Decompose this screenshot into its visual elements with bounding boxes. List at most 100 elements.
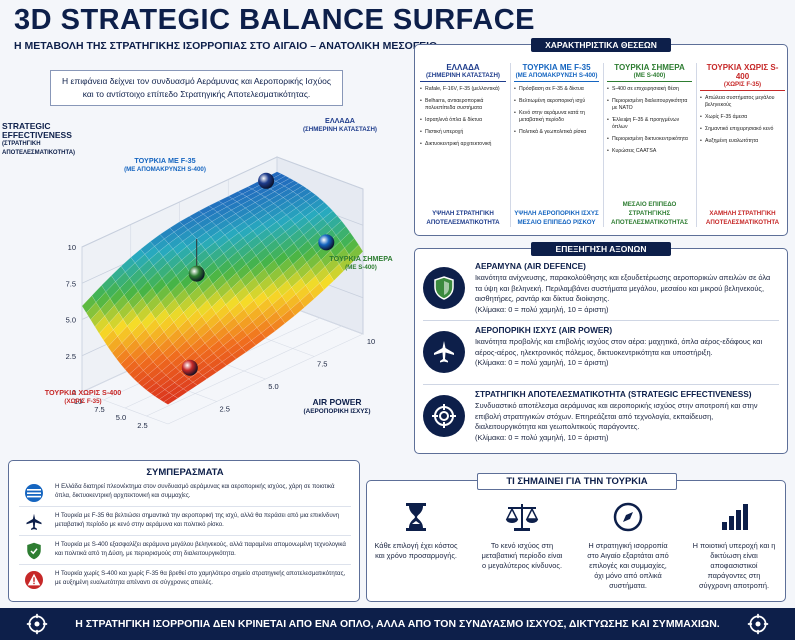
point-label-turkey-f35: ΤΟΥΡΚΙΑ ΜΕ F-35 (ΜΕ ΑΠΟΜΑΚΡΥΝΣΗ S-400) <box>110 156 220 174</box>
list-item: Κενό στην αεράμυνα κατά τη μεταβατική πε… <box>514 110 599 124</box>
surface-cell <box>111 265 126 283</box>
z-tick-label: 0 <box>72 388 76 397</box>
page-title: 3D STRATEGIC BALANCE SURFACE <box>14 4 535 36</box>
axis-scale: (Κλίμακα: 0 = πολύ χαμηλή, 10 = άριστη) <box>475 432 609 442</box>
surface-cell <box>173 388 188 399</box>
surface-cell <box>171 354 186 368</box>
surface-cell <box>267 289 283 306</box>
axis-text: Ικανότητα ανίχνευσης, παρακολούθησης και… <box>475 273 771 303</box>
position-col-turkey-no-s400: ΤΟΥΡΚΙΑ ΧΩΡΙΣ S-400 (ΧΩΡΙΣ F-35) Απώλεια… <box>696 63 788 227</box>
intro-box: Η επιφάνεια δείχνει τον συνδυασμό Αεράμυ… <box>50 70 343 106</box>
surface-cell <box>150 386 166 397</box>
conclusion-text: Η Τουρκία με S-400 εξασφαλίζει αεράμυνα … <box>55 541 346 557</box>
surface-cell <box>231 204 246 214</box>
col-title: ΕΛΛΑΔΑ <box>446 63 480 72</box>
surface-cell <box>211 297 226 315</box>
surface-cell <box>169 371 185 383</box>
surface-cell <box>273 273 288 290</box>
x-tick-label: 5.0 <box>268 382 278 391</box>
axis-row-air-defence: ΑΕΡΑΜΥΝΑ (AIR DEFENCE) Ικανότητα ανίχνευ… <box>423 257 779 321</box>
surface-cell <box>292 255 308 272</box>
surface-cell <box>192 227 207 240</box>
surface-cell <box>163 395 179 405</box>
conclusion-no-s400: Η Τουρκία χωρίς S-400 και χωρίς F-35 θα … <box>19 566 351 594</box>
surface-cell <box>144 341 159 357</box>
surface-cell <box>173 225 189 237</box>
axis-text: Ικανότητα προβολής και επιβολής ισχύος σ… <box>475 337 763 357</box>
surface-cell <box>251 241 267 256</box>
list-item: Περιορισμένη δικτυοκεντρικότητα <box>607 136 692 143</box>
turkey-item-gap: Το κενό ισχύος στη μεταβατική περίοδο εί… <box>479 499 565 571</box>
x-tick-label: 7.5 <box>317 360 327 369</box>
turkey-header: ΤΙ ΣΗΜΑΙΝΕΙ ΓΙΑ ΤΗΝ ΤΟΥΡΚΙΑ <box>477 473 677 490</box>
conclusion-text: Η Τουρκία με F-35 θα βελτιώσει σημαντικά… <box>55 512 340 528</box>
compass-icon <box>585 499 671 535</box>
positions-header: ΧΑΡΑΚΤΗΡΙΣΤΙΚΑ ΘΕΣΕΩΝ <box>531 38 671 52</box>
surface-cell <box>200 328 216 344</box>
surface-cell <box>221 354 237 366</box>
surface-cell <box>188 210 204 220</box>
bar-chart-icon <box>691 499 777 535</box>
data-point <box>181 359 198 376</box>
conclusions-header: ΣΥΜΠΕΡΑΣΜΑΤΑ <box>146 467 224 478</box>
surface-cell <box>270 183 285 192</box>
point-label-turkey-no-s400: ΤΟΥΡΚΙΑ ΧΩΡΙΣ S-400 (ΧΩΡΙΣ F-35) <box>28 388 138 406</box>
turkey-item-quality: Η ποιοτική υπεροχή και η δικτύωση είναι … <box>691 499 777 591</box>
turkey-item-cost: Κάθε επιλογή έχει κόστος και χρόνο προσα… <box>373 499 459 561</box>
z-axis-title: STRATEGIC EFFECTIVENESS <box>2 121 72 140</box>
list-item: Περιορισμένη διαλειτουργικότητα με ΝΑΤΟ <box>607 98 692 112</box>
surface-cell <box>334 247 350 265</box>
z-tick-label: 5.0 <box>66 316 76 325</box>
surface-cell <box>290 212 306 225</box>
col-foot: ΥΨΗΛΗ ΣΤΡΑΤΗΓΙΚΗ ΑΠΟΤΕΛΕΣΜΑΤΙΚΟΤΗΤΑ <box>426 210 500 226</box>
list-item: Χωρίς F-35 άμεσα <box>700 114 785 121</box>
surface-cell <box>309 282 325 300</box>
surface-cell <box>159 392 174 403</box>
list-item: Απώλεια συστήματος μεγάλου βεληνεκούς <box>700 95 785 109</box>
surface-cell <box>227 251 243 267</box>
point-label-greece: ΕΛΛΑΔΑ (ΣΗΜΕΡΙΝΗ ΚΑΤΑΣΤΑΣΗ) <box>290 116 390 134</box>
axis-title: ΑΕΡΑΜΥΝΑ (AIR DEFENCE) <box>475 261 586 271</box>
greek-flag-icon <box>25 484 43 502</box>
surface-cell <box>247 235 262 250</box>
data-point <box>188 265 205 282</box>
x-tick-label: 2.5 <box>220 405 230 414</box>
col-foot: ΥΨΗΛΗ ΑΕΡΟΠΟΡΙΚΗ ΙΣΧΥΣ ΜΕΣΑΙΟ ΕΠΙΠΕΔΟ ΡΙ… <box>514 210 599 226</box>
surface-cell <box>265 239 281 254</box>
surface-cell <box>198 364 213 376</box>
point-label-title: ΤΟΥΡΚΙΑ ΧΩΡΙΣ S-400 <box>44 388 122 397</box>
surface-cell <box>224 227 240 241</box>
surface-cell <box>129 365 144 379</box>
surface-cell <box>190 337 206 352</box>
surface-cell <box>329 263 344 282</box>
surface-cell <box>86 301 101 321</box>
axis-description: Ικανότητα προβολής και επιβολής ισχύος σ… <box>475 337 775 369</box>
surface-cell <box>154 389 170 400</box>
surface-cell <box>147 271 163 289</box>
surface-cell <box>245 202 260 212</box>
surface-cell <box>169 305 184 323</box>
col-title: ΤΟΥΡΚΙΑ ΧΩΡΙΣ S-400 <box>706 63 779 81</box>
footer-banner: Η ΣΤΡΑΤΗΓΙΚΗ ΙΣΟΡΡΟΠΙΑ ΔΕΝ ΚΡΙΝΕΤΑΙ ΑΠΟ … <box>0 608 795 640</box>
list-item: Έλλειψη F-35 & προηγμένων όπλων <box>607 117 692 131</box>
col-foot: ΧΑΜΗΛΗ ΣΤΡΑΤΗΓΙΚΗ ΑΠΟΤΕΛΕΣΜΑΤΙΚΟΤΗΤΑ <box>705 210 780 226</box>
axis-description: Ικανότητα ανίχνευσης, παρακολούθησης και… <box>475 273 775 315</box>
axis-text: Συνδυαστικό αποτέλεσμα αεράμυνας και αερ… <box>475 401 758 431</box>
col-title: ΤΟΥΡΚΙΑ ΜΕ F-35 <box>522 63 591 72</box>
position-col-greece: ΕΛΛΑΔΑ (ΣΗΜΕΡΙΝΗ ΚΑΤΑΣΤΑΣΗ) Rafale, F-16… <box>417 63 509 227</box>
list-item: Ισραηλινά όπλα & δίκτυα <box>420 117 506 124</box>
axis-row-strategic: ΣΤΡΑΤΗΓΙΚΗ ΑΠΟΤΕΛΕΣΜΑΤΙΚΟΤΗΤΑ (STRATEGIC… <box>423 385 779 449</box>
z-tick-label: 7.5 <box>66 279 76 288</box>
col-sub: (ΣΗΜΕΡΙΝΗ ΚΑΤΑΣΤΑΣΗ) <box>420 72 506 82</box>
surface-cell <box>291 197 307 209</box>
surface-cell <box>192 375 208 386</box>
list-item: Πιστική υπεροχή <box>420 129 506 136</box>
axis-scale: (Κλίμακα: 0 = πολύ χαμηλή, 10 = άριστη) <box>475 304 609 314</box>
y-tick-label: 2.5 <box>137 421 147 430</box>
shield-icon <box>27 542 41 560</box>
surface-cell <box>167 254 182 270</box>
turkey-item-text: Η στρατηγική ισορροπία στο Αιγαίο εξαρτά… <box>587 541 669 590</box>
surface-cell <box>293 234 309 250</box>
surface-cell <box>200 236 216 250</box>
